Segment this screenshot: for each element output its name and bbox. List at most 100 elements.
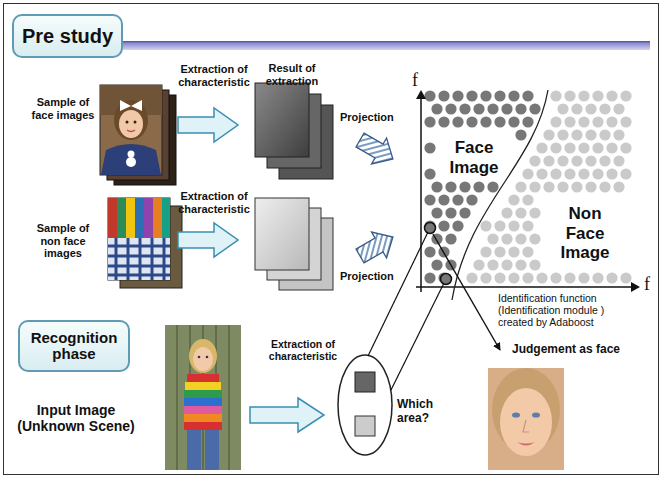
leader-lines-part	[425, 223, 436, 234]
feature-dots-part	[620, 90, 631, 101]
feature-dots-part	[445, 233, 456, 244]
feature-dots-part	[550, 142, 561, 153]
feature-dots-part	[466, 90, 477, 101]
feature-dots-part	[424, 246, 435, 257]
feature-dots-part	[494, 116, 505, 127]
input-photo-part	[184, 422, 222, 430]
feature-dots-part	[424, 168, 435, 179]
feature-dots-part	[452, 220, 463, 231]
input-photo-part	[177, 325, 229, 470]
feature-dots-part	[550, 116, 561, 127]
feature-dots-part	[424, 272, 435, 283]
non-face-photo-stack-part	[108, 238, 170, 280]
feature-dots-part	[585, 103, 596, 114]
extraction-arrow-part	[178, 108, 238, 142]
feature-dots-part	[571, 129, 582, 140]
feature-dots-part	[508, 220, 519, 231]
feature-dots-part	[459, 103, 470, 114]
frame-part	[4, 4, 659, 475]
extraction-arrow-part	[178, 223, 238, 257]
feature-dots	[424, 90, 631, 283]
feature-dots-part	[459, 207, 470, 218]
feature-dots-part	[578, 272, 589, 283]
face-photo-stack-part	[126, 157, 136, 167]
plot-axes-part	[416, 286, 632, 288]
feature-dots-part	[564, 272, 575, 283]
feature-dots-part	[550, 90, 561, 101]
feature-dots-part	[424, 142, 435, 153]
input-photo-part	[205, 430, 219, 470]
feature-dots-part	[606, 90, 617, 101]
feature-dots-part	[508, 246, 519, 257]
face-crop-photo-part	[523, 420, 529, 432]
feature-dots-part	[487, 259, 498, 270]
feature-dots-part	[473, 181, 484, 192]
face-photo-stack-part	[134, 121, 137, 124]
feature-dots-part	[431, 207, 442, 218]
leader-lines	[368, 223, 500, 391]
which-area-oval-part	[355, 416, 375, 436]
feature-dots-part	[592, 90, 603, 101]
feature-dots-part	[585, 155, 596, 166]
input-caption: Input Image (Unknown Scene)	[12, 402, 140, 434]
feature-dots-part	[494, 220, 505, 231]
feature-dots-part	[564, 142, 575, 153]
feature-dots-part	[564, 116, 575, 127]
feature-dots-part	[613, 103, 624, 114]
feature-dots-part	[550, 168, 561, 179]
feature-stack-light	[255, 198, 333, 290]
feature-dots-part	[557, 155, 568, 166]
feature-dots-part	[543, 129, 554, 140]
input-photo-part	[206, 356, 209, 359]
face-crop-photo-part	[500, 388, 552, 456]
projection-arrow-part	[353, 224, 401, 269]
face-crop-photo	[488, 368, 564, 470]
non-face-photo-stack-part	[108, 238, 170, 280]
feature-dots-part	[494, 246, 505, 257]
feature-dots-part	[459, 181, 470, 192]
sample-caption: Sample of face images	[26, 96, 100, 121]
non-face-photo-stack-part	[117, 198, 126, 238]
extraction-arrow-part	[250, 398, 324, 432]
feature-dots-part	[452, 90, 463, 101]
feature-dots-part	[613, 181, 624, 192]
feature-dots-part	[536, 142, 547, 153]
input-photo-part	[193, 347, 213, 371]
feature-dots-part	[620, 142, 631, 153]
feature-dots-part	[613, 155, 624, 166]
feature-dots-part	[613, 129, 624, 140]
feature-dots-part	[522, 168, 533, 179]
plot-axes-part	[416, 90, 426, 99]
projection-arrow-part	[353, 127, 401, 172]
input-photo-part	[187, 430, 201, 470]
feature-dots-part	[487, 233, 498, 244]
header-text: Pre study	[22, 25, 113, 47]
feature-dots-part	[529, 181, 540, 192]
face-photo-stack-part	[126, 121, 129, 124]
feature-dots-part	[424, 194, 435, 205]
frame	[4, 4, 659, 475]
feature-dots-part	[445, 103, 456, 114]
feature-dots-part	[529, 155, 540, 166]
step-caption: Projection	[340, 270, 394, 283]
input-photo-part	[184, 414, 222, 422]
feature-dots-part	[606, 272, 617, 283]
feature-dots-part	[431, 259, 442, 270]
non-face-photo-stack-part	[108, 198, 170, 280]
face-crop-photo-part	[532, 412, 540, 417]
axis-label: f	[412, 70, 418, 91]
feature-dots-part	[620, 272, 631, 283]
step-caption: Extraction of characteristic	[172, 190, 256, 215]
feature-dots-part	[438, 194, 449, 205]
feature-dots-part	[424, 90, 435, 101]
feature-dots-part	[452, 194, 463, 205]
feature-dots-part	[578, 116, 589, 127]
input-photo-part	[198, 356, 201, 359]
feature-dots-part	[452, 116, 463, 127]
face-crop-photo-part	[517, 442, 535, 446]
face-crop-photo-part	[512, 412, 520, 417]
face-photo-stack-part	[101, 144, 161, 175]
feature-dots-part	[515, 207, 526, 218]
boundary-curve	[452, 90, 548, 300]
